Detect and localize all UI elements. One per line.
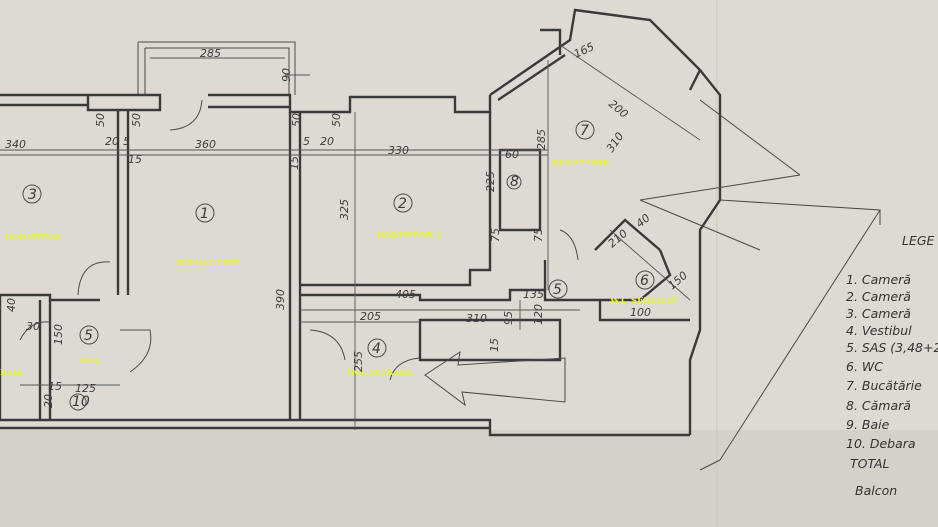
dimension-label: 325 bbox=[338, 199, 351, 220]
room-number-4: 4 bbox=[372, 341, 381, 357]
dimension-label: 340 bbox=[5, 138, 26, 151]
label-dormitor-2: DORMITOR 2 bbox=[377, 231, 442, 241]
legend-item-1: 1. Cameră bbox=[846, 272, 911, 287]
dimension-label: 310 bbox=[466, 312, 487, 325]
room-number-3: 3 bbox=[28, 187, 37, 203]
dimension-label: 285 bbox=[200, 47, 221, 60]
legend-item-4: 4. Vestibul bbox=[846, 323, 912, 338]
legend-balcon: Balcon bbox=[855, 483, 897, 498]
dimension-label: 135 bbox=[523, 288, 544, 301]
paper-lower-band bbox=[0, 430, 938, 527]
room-number-5a: 5 bbox=[84, 328, 93, 344]
label-sufragerie: SUFRAGERIE bbox=[176, 259, 241, 269]
room-number-7: 7 bbox=[580, 123, 589, 139]
dimension-label: 5 bbox=[123, 135, 130, 148]
dimension-label: 330 bbox=[388, 144, 409, 157]
dimension-label: 360 bbox=[195, 138, 216, 151]
dimension-label: 60 bbox=[505, 148, 519, 161]
dimension-label: 285 bbox=[535, 129, 548, 150]
dimension-label: 205 bbox=[360, 310, 381, 323]
dimension-label: 5 bbox=[303, 135, 310, 148]
room-numbers: 3 1 2 4 5 5 6 7 8 10 bbox=[22, 120, 655, 411]
legend-item-8: 8. Cămară bbox=[846, 398, 911, 413]
dimension-label: 15 bbox=[488, 338, 501, 352]
dimension-label: 100 bbox=[630, 306, 651, 319]
legend-item-3: 3. Cameră bbox=[846, 306, 911, 321]
room-labels: DORMITOR SUFRAGERIE DORMITOR 2 BUCATARIE… bbox=[0, 159, 680, 377]
room-number-2: 2 bbox=[398, 196, 407, 212]
legend: LEGE 1. Cameră 2. Cameră 3. Cameră 4. Ve… bbox=[846, 233, 938, 498]
legend-title: LEGE bbox=[902, 233, 935, 248]
dimension-label: 20 bbox=[42, 394, 55, 408]
dimension-label: 50 bbox=[290, 113, 303, 127]
legend-total: TOTAL bbox=[850, 456, 890, 471]
label-bucatarie: BUCATARIE bbox=[552, 159, 610, 169]
label-hol: HOL bbox=[80, 357, 101, 367]
room-number-1: 1 bbox=[200, 206, 209, 222]
dimension-label: 40 bbox=[5, 298, 18, 312]
room-number-8: 8 bbox=[510, 174, 519, 190]
legend-item-6: 6. WC bbox=[846, 359, 883, 374]
dimension-label: 125 bbox=[75, 382, 96, 395]
room-number-10: 10 bbox=[72, 394, 90, 410]
dimension-label: 150 bbox=[52, 324, 65, 345]
label-wc-serviciu: W.C SERVICIU bbox=[609, 296, 680, 306]
dimension-label: 405 bbox=[395, 288, 416, 301]
legend-item-5: 5. SAS (3,48+2, bbox=[846, 340, 938, 355]
dimension-label: 15 bbox=[48, 380, 62, 393]
room-number-6: 6 bbox=[640, 273, 649, 289]
dimension-label: 95 bbox=[502, 311, 515, 325]
dimension-label: 75 bbox=[489, 228, 502, 242]
legend-item-2: 2. Cameră bbox=[846, 289, 911, 304]
legend-item-7: 7. Bucătărie bbox=[846, 378, 922, 393]
label-baie: BAIE bbox=[0, 367, 23, 377]
legend-item-9: 9. Baie bbox=[846, 417, 890, 432]
room-number-5b: 5 bbox=[553, 282, 562, 298]
shaft bbox=[639, 99, 881, 471]
label-hol-intrare-1: HOL INTRARE bbox=[347, 367, 413, 377]
dimension-label: 255 bbox=[352, 351, 365, 372]
door-swings bbox=[19, 229, 579, 381]
dimension-label: 30 bbox=[26, 320, 40, 333]
dimension-label: 50 bbox=[330, 113, 343, 127]
legend-item-10: 10. Debara bbox=[846, 436, 916, 451]
dimension-label: 50 bbox=[130, 113, 143, 127]
dimension-label: 20 bbox=[105, 135, 119, 148]
dimension-label: 225 bbox=[484, 171, 497, 192]
dimension-label: 390 bbox=[274, 289, 287, 310]
dimension-label: 15 bbox=[288, 156, 301, 170]
balcony bbox=[137, 41, 310, 131]
dimension-label: 90 bbox=[280, 68, 293, 82]
dimension-lines bbox=[0, 44, 701, 430]
entrance-arrow-icon bbox=[424, 350, 566, 407]
label-dormitor: DORMITOR bbox=[5, 233, 62, 243]
dimension-label: 120 bbox=[532, 304, 545, 325]
dimension-label: 75 bbox=[532, 228, 545, 242]
walls bbox=[0, 8, 722, 437]
dimension-label: 20 bbox=[320, 135, 334, 148]
dimension-label: 50 bbox=[94, 113, 107, 127]
dimension-label: 15 bbox=[128, 153, 142, 166]
